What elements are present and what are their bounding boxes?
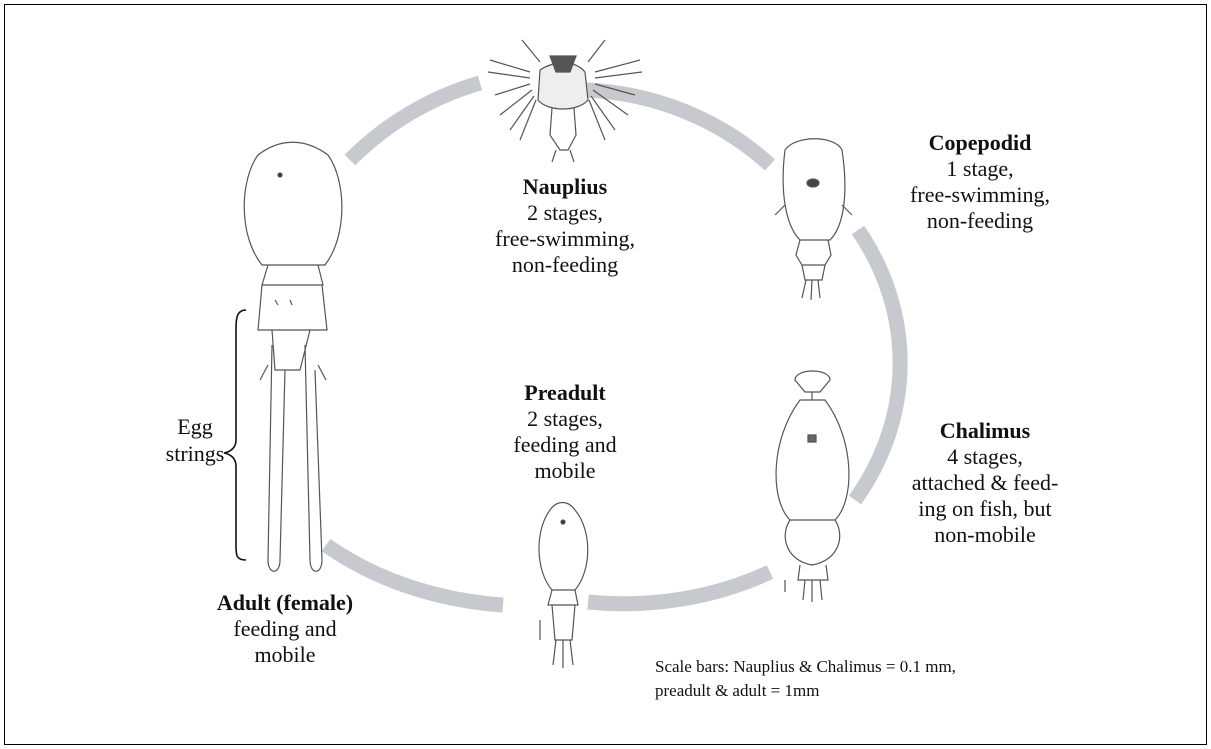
chalimus-drawing	[776, 371, 849, 602]
cycle-arc-bottom-right	[588, 572, 770, 604]
scale-bar-note: Scale bars: Nauplius & Chalimus = 0.1 mm…	[655, 655, 1115, 703]
preadult-label: Preadult 2 stages, feeding and mobile	[460, 380, 670, 484]
nauplius-name: Nauplius	[450, 174, 680, 200]
adult-female-drawing	[244, 142, 342, 571]
chalimus-description: 4 stages, attached & feed- ing on fish, …	[880, 444, 1090, 548]
preadult-description: 2 stages, feeding and mobile	[460, 406, 670, 484]
chalimus-name: Chalimus	[880, 418, 1090, 444]
copepodid-description: 1 stage, free-swimming, non-feeding	[880, 156, 1080, 234]
copepodid-label: Copepodid 1 stage, free-swimming, non-fe…	[880, 130, 1080, 234]
adult-female-name: Adult (female)	[170, 590, 400, 616]
egg-strings-label: Egg strings	[160, 413, 230, 467]
cycle-ring	[326, 83, 900, 605]
chalimus-label: Chalimus 4 stages, attached & feed- ing …	[880, 418, 1090, 548]
preadult-drawing	[539, 503, 588, 669]
cycle-arc-top-left	[350, 83, 480, 160]
preadult-name: Preadult	[460, 380, 670, 406]
nauplius-drawing	[488, 40, 642, 162]
copepodid-drawing	[775, 139, 852, 300]
nauplius-label: Nauplius 2 stages, free-swimming, non-fe…	[450, 174, 680, 278]
copepodid-name: Copepodid	[880, 130, 1080, 156]
nauplius-description: 2 stages, free-swimming, non-feeding	[450, 200, 680, 278]
adult-female-label: Adult (female) feeding and mobile	[170, 590, 400, 668]
adult-female-description: feeding and mobile	[170, 616, 400, 668]
